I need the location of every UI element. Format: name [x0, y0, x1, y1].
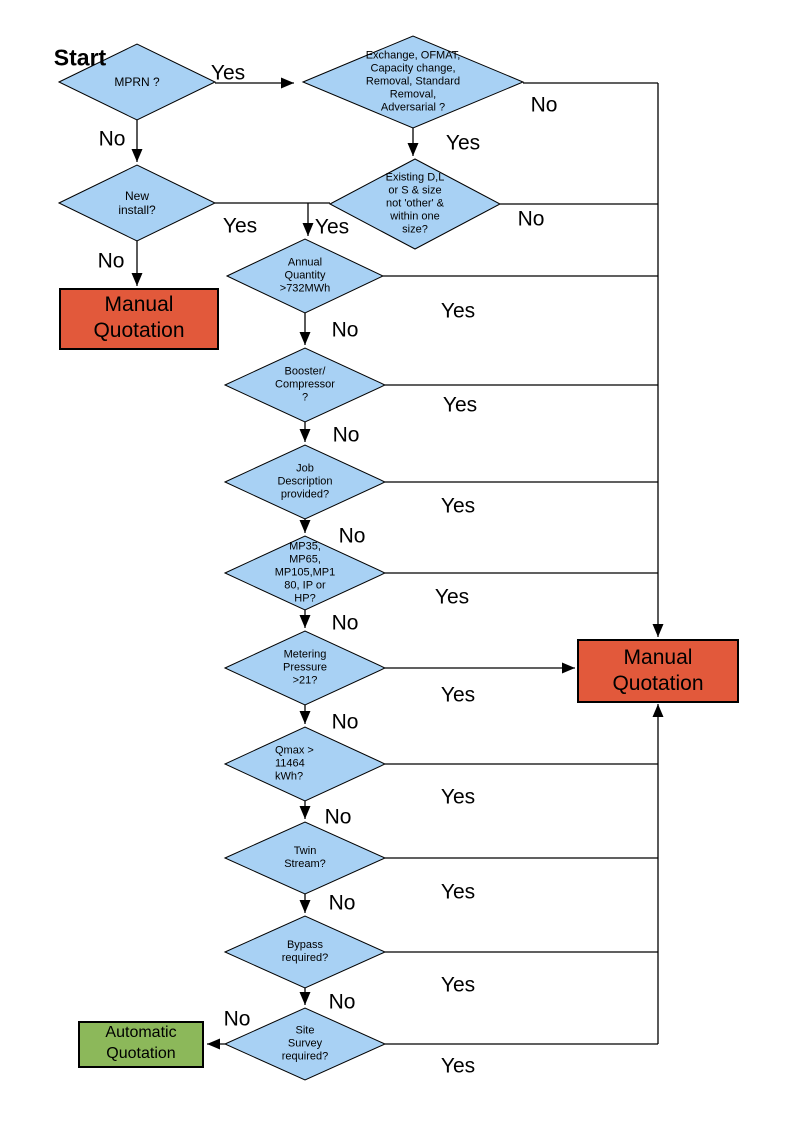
manual-quotation-right-label: Manual Quotation: [612, 645, 704, 695]
decision-exchange-label: Exchange, OFMAT, Capacity change, Remova…: [365, 49, 461, 114]
decision-annual-quantity-label: Annual Quantity >732MWh: [279, 256, 331, 295]
decision-exchange: [301, 35, 525, 129]
decision-existing-size-label: Existing D,L or S & size not 'other' & w…: [385, 171, 445, 236]
edge-label-yes-qmax: Yes: [440, 785, 476, 809]
edge-label-no-annual: No: [331, 318, 359, 342]
edge-label-no-metering: No: [331, 710, 359, 734]
decision-metering-pressure: [223, 630, 387, 706]
box-automatic-quotation: [78, 1021, 204, 1068]
edge-label-yes-existing: Yes: [314, 215, 350, 239]
edge-label-yes-bypass: Yes: [440, 973, 476, 997]
decision-site-survey-label: Site Survey required?: [281, 1024, 329, 1063]
edge-label-yes-site-survey: Yes: [440, 1054, 476, 1078]
edge-label-yes-metering: Yes: [440, 683, 476, 707]
decision-bypass: [223, 915, 387, 989]
edge-label-no-job: No: [338, 524, 366, 548]
decision-qmax: [223, 726, 387, 802]
edge-label-no-qmax: No: [324, 805, 352, 829]
edge-label-no-existing: No: [517, 207, 545, 231]
edge-label-yes-exchange: Yes: [445, 131, 481, 155]
decision-pressure-tier-label: MP35, MP65, MP105,MP1 80, IP or HP?: [274, 540, 336, 605]
decision-twin-stream-label: Twin Stream?: [284, 845, 326, 870]
box-manual-quotation-right: [577, 639, 739, 703]
decision-pressure-tier: [223, 535, 387, 611]
edge-label-no-site-survey: No: [223, 1007, 251, 1031]
decision-job-description: [223, 444, 387, 520]
decision-booster: [223, 347, 387, 423]
edge-label-no-bypass: No: [328, 990, 356, 1014]
edge-label-yes-new-install: Yes: [222, 214, 258, 238]
decision-existing-size: [328, 158, 502, 250]
decision-new-install-label: New install?: [118, 188, 156, 217]
decision-mprn-label: MPRN ?: [114, 74, 160, 89]
edge-label-no-booster: No: [332, 423, 360, 447]
edge-label-yes-pressure-tier: Yes: [434, 585, 470, 609]
decision-annual-quantity: [225, 238, 385, 314]
automatic-quotation-label: Automatic Quotation: [105, 1024, 177, 1062]
edge-label-no-exchange: No: [530, 93, 558, 117]
connectors: [131, 77, 664, 1050]
edge-label-yes-annual: Yes: [440, 299, 476, 323]
box-manual-quotation-left: [59, 288, 219, 350]
start-label: Start: [53, 44, 107, 71]
decision-twin-stream: [223, 821, 387, 895]
decision-bypass-label: Bypass required?: [281, 939, 329, 964]
edge-label-no-mprn: No: [98, 127, 126, 151]
decision-job-description-label: Job Description provided?: [277, 462, 333, 501]
edge-label-yes-twin: Yes: [440, 880, 476, 904]
edge-label-no-pressure-tier: No: [331, 611, 359, 635]
decision-booster-label: Booster/ Compressor ?: [275, 365, 335, 404]
edge-label-no-new-install: No: [97, 249, 125, 273]
decision-qmax-label: Qmax > 11464 kWh?: [275, 744, 314, 783]
edge-label-no-twin: No: [328, 891, 356, 915]
decision-site-survey: [223, 1007, 387, 1081]
edge-label-yes-mprn: Yes: [210, 61, 246, 85]
edge-label-yes-booster: Yes: [442, 393, 478, 417]
decision-new-install: [57, 164, 217, 242]
edge-label-yes-job: Yes: [440, 494, 476, 518]
decision-mprn: [57, 43, 217, 121]
decision-metering-pressure-label: Metering Pressure >21?: [282, 648, 328, 687]
manual-quotation-left-label: Manual Quotation: [93, 292, 185, 342]
